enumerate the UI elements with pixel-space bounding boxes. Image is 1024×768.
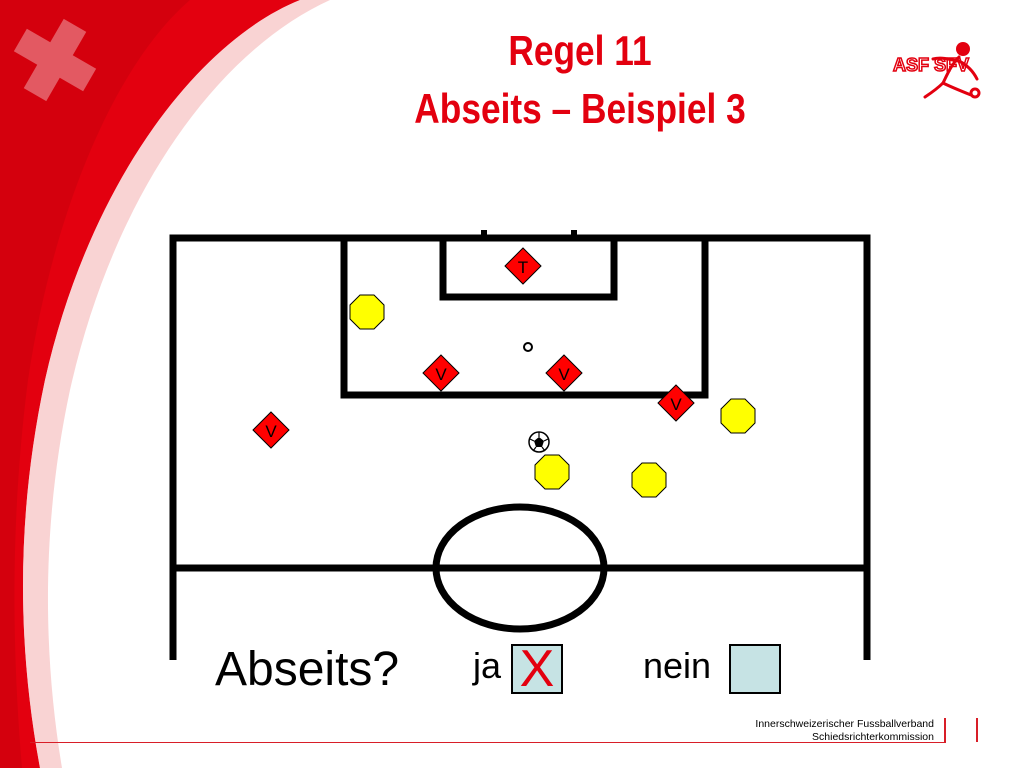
goalkeeper-marker bbox=[504, 247, 542, 285]
goalkeeper-label: T bbox=[518, 258, 528, 277]
defender-2 bbox=[545, 354, 583, 392]
goal-area bbox=[439, 238, 618, 301]
soccer-ball-icon bbox=[528, 431, 550, 453]
footer-line-2: Schiedsrichterkommission bbox=[812, 731, 934, 743]
footer-line-1: Innerschweizerischer Fussballverband bbox=[755, 718, 934, 730]
defender-3 bbox=[657, 384, 695, 422]
attacker-1 bbox=[349, 294, 385, 330]
footer-text: Innerschweizerischer Fussballverband Sch… bbox=[755, 718, 934, 744]
attackers bbox=[349, 294, 756, 498]
title-line-1: Regel 11 bbox=[508, 27, 652, 74]
defender-2-label: V bbox=[558, 365, 570, 384]
option-nein-label: nein bbox=[643, 645, 712, 686]
pitch-left-touchline bbox=[169, 234, 871, 660]
option-ja-mark: X bbox=[519, 640, 555, 698]
attacker-2 bbox=[720, 398, 756, 434]
slide-title: Regel 11 Abseits – Beispiel 3 bbox=[345, 22, 815, 138]
footer-accent-bar bbox=[976, 718, 978, 742]
defender-4 bbox=[252, 411, 290, 449]
offside-question: Abseits? bbox=[215, 643, 400, 696]
defender-1-label: V bbox=[435, 365, 447, 384]
option-ja-label: ja bbox=[473, 645, 502, 686]
penalty-spot bbox=[523, 342, 533, 352]
defenders bbox=[252, 247, 695, 449]
defender-3-label: V bbox=[670, 395, 682, 414]
attacker-3 bbox=[534, 454, 570, 490]
defender-1 bbox=[422, 354, 460, 392]
penalty-area bbox=[340, 238, 709, 399]
attacker-4 bbox=[631, 462, 667, 498]
centre-circle bbox=[432, 503, 608, 633]
logo-text: ASF SFV bbox=[893, 55, 969, 75]
sfv-footballer-logo-icon: ASF SFV bbox=[892, 42, 981, 99]
defender-4-label: V bbox=[265, 422, 277, 441]
title-line-2: Abseits – Beispiel 3 bbox=[414, 85, 746, 132]
footer-accent-bar bbox=[944, 718, 946, 742]
option-ja-checkbox[interactable]: X bbox=[511, 640, 563, 698]
option-nein-checkbox[interactable] bbox=[729, 644, 781, 694]
footer-divider bbox=[30, 742, 946, 743]
